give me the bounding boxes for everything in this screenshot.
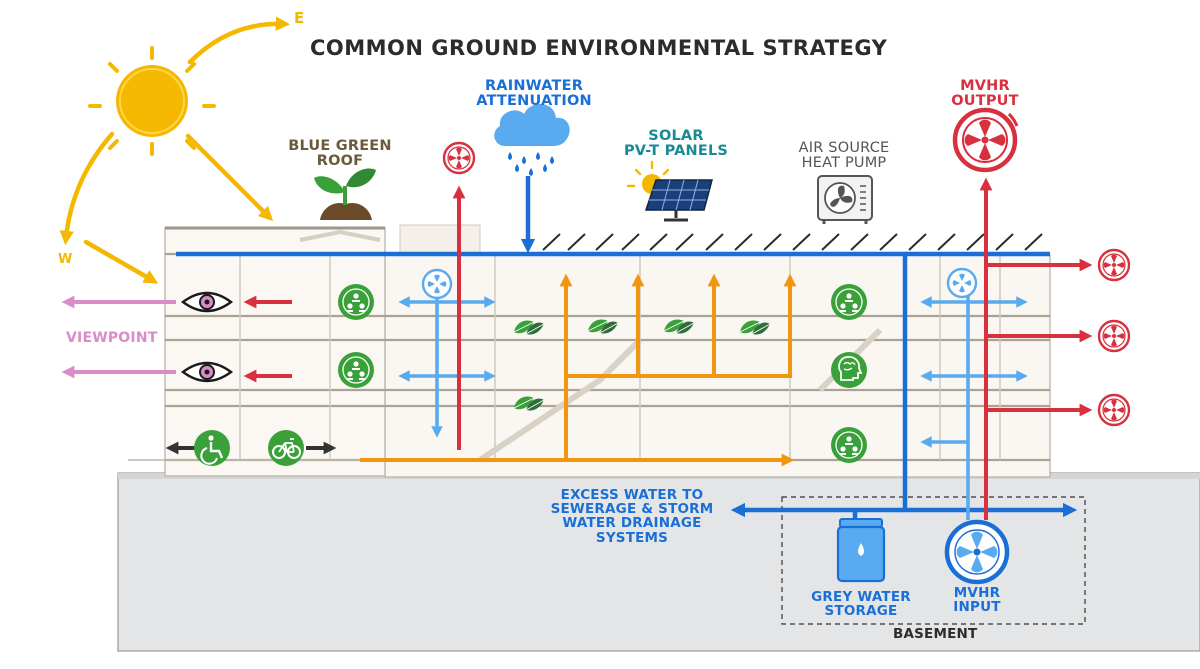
rainwater-attenuation-label: RAINWATER ATTENUATION [476, 78, 592, 110]
supply-fan-icon [946, 267, 978, 299]
mvhr-output-fan-icon [952, 107, 1019, 173]
mvhr-output-label: MVHR OUTPUT [951, 78, 1019, 110]
viewpoint-label: VIEWPOINT [66, 330, 158, 346]
community-icon [830, 426, 868, 464]
community-icon [337, 351, 375, 389]
heat-distribution-arrows [360, 273, 797, 467]
community-icon [830, 283, 868, 321]
blue-green-roof-label: BLUE GREEN ROOF [288, 138, 392, 170]
fresh-air-supply-arrows [398, 290, 1028, 520]
exhaust-fan-icon [1097, 248, 1131, 282]
basement-outline [781, 496, 1086, 625]
heat-pump-label: AIR SOURCE HEAT PUMP [798, 140, 890, 172]
viewpoint-arrows [61, 295, 176, 379]
compass-east-label: E [294, 9, 305, 27]
heat-pump-icon [817, 175, 873, 224]
sun-icon [88, 46, 216, 156]
roof-solar-array [542, 233, 1043, 251]
supply-fan-icon [421, 268, 453, 300]
sun-path-arrows [59, 16, 291, 284]
exhaust-fan-icon [442, 141, 476, 175]
solar-panels-label: SOLAR PV-T PANELS [623, 128, 729, 160]
excess-water-label: EXCESS WATER TO SEWERAGE & STORM WATER D… [550, 487, 714, 546]
community-icon [337, 283, 375, 321]
exhaust-fan-icon [1097, 319, 1131, 353]
mvhr-input-label: MVHR INPUT [953, 585, 1001, 616]
seedling-icon [314, 168, 376, 220]
compass-west-label: W [58, 252, 73, 267]
basement-label: BASEMENT [893, 626, 978, 642]
brain-icon [831, 352, 867, 388]
grey-water-storage-label: GREY WATER STORAGE [811, 589, 911, 620]
water-tank-icon [836, 518, 886, 583]
page-title: COMMON GROUND ENVIRONMENTAL STRATEGY [310, 36, 888, 60]
exhaust-air-arrows [243, 177, 1093, 520]
rain-cloud-icon [494, 103, 570, 176]
bicycle-icon [268, 430, 304, 466]
building-section [128, 224, 1051, 478]
solar-panel-icon [626, 160, 713, 222]
exhaust-fan-icon [1097, 393, 1131, 427]
mvhr-input-fan-icon [944, 519, 1010, 585]
wheelchair-icon [194, 430, 230, 466]
